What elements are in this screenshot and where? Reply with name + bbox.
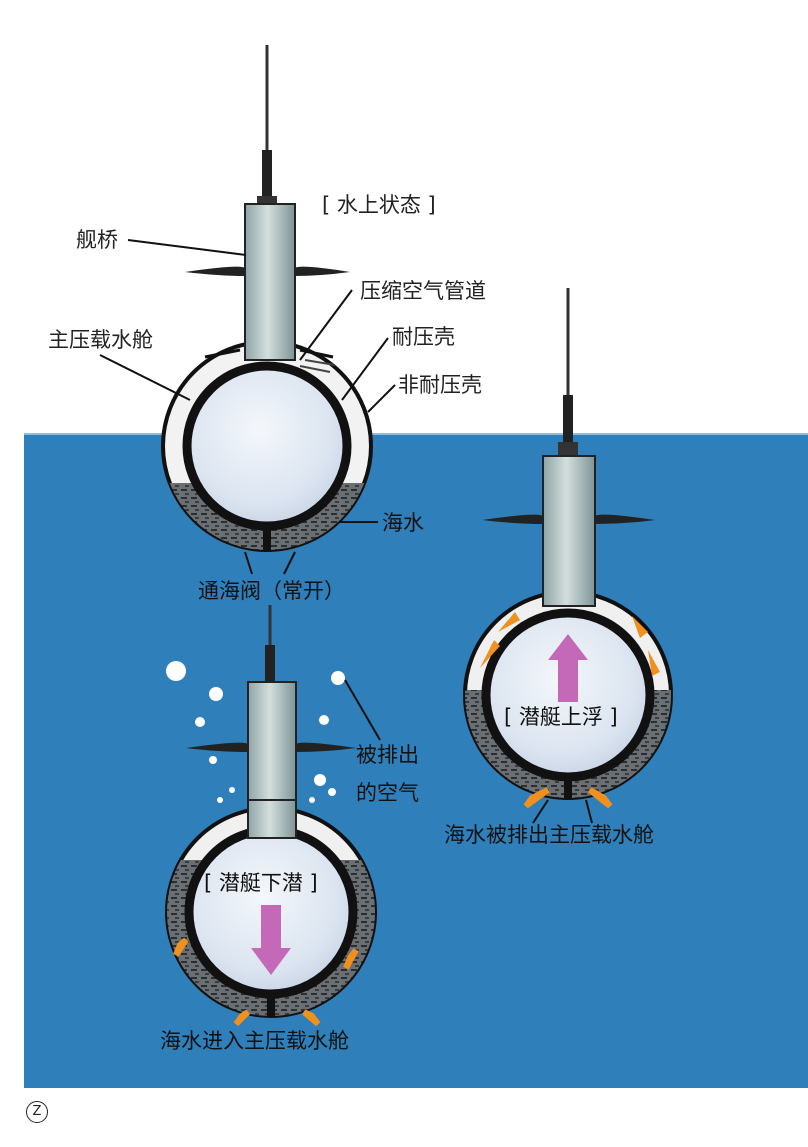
orange-arrow-icon [302, 1009, 321, 1027]
dive-plane-right [295, 266, 350, 276]
orange-arrow-icon [343, 948, 359, 970]
label-water-enters: 海水进入主压载水舱 [160, 1029, 349, 1053]
label-surfacing: [ 潜艇上浮 ] [504, 705, 618, 729]
orange-arrow-icon [648, 650, 660, 676]
label-main-ballast-tank: 主压载水舱 [48, 328, 153, 352]
label-outer-hull: 非耐压壳 [398, 373, 482, 397]
leader-lines [99, 239, 593, 824]
air-bubbles [166, 661, 345, 803]
orange-arrow-icon [523, 787, 550, 809]
label-expelled-air-2: 的空气 [356, 781, 419, 805]
orange-arrow-icon [173, 937, 189, 957]
pressure-hull [182, 361, 352, 531]
label-diving: [ 潜艇下潜 ] [204, 871, 318, 895]
sea-background [24, 434, 808, 1088]
dive-plane-left [185, 266, 245, 276]
orange-arrow-icon [588, 787, 613, 809]
up-arrow-icon [548, 634, 588, 702]
label-air-pipe: 压缩空气管道 [360, 279, 486, 303]
corner-circle-mark: Z [26, 1101, 48, 1123]
bridge-tower [244, 203, 296, 361]
label-expelled-air-1: 被排出 [356, 743, 419, 767]
label-sea-valve: 通海阀（常开） [198, 579, 345, 603]
submarine-surfacing [463, 288, 673, 809]
sea-valve [263, 526, 271, 550]
submarine-diving [165, 605, 377, 1027]
submarine-surface [161, 45, 373, 552]
label-seawater: 海水 [382, 511, 424, 535]
down-arrow-icon [251, 905, 291, 975]
orange-arrow-icon [632, 616, 648, 638]
orange-arrow-icon [480, 640, 500, 668]
orange-arrow-icon [498, 612, 520, 632]
label-surface-state: [ 水上状态 ] [322, 193, 436, 217]
label-water-expelled: 海水被排出主压载水舱 [444, 823, 654, 847]
orange-arrow-icon [233, 1009, 251, 1027]
air-pipe [304, 359, 336, 366]
label-bridge: 舰桥 [76, 228, 118, 252]
label-pressure-hull: 耐压壳 [392, 325, 455, 349]
periscope-base [262, 150, 272, 200]
bridge-tower [542, 455, 596, 607]
